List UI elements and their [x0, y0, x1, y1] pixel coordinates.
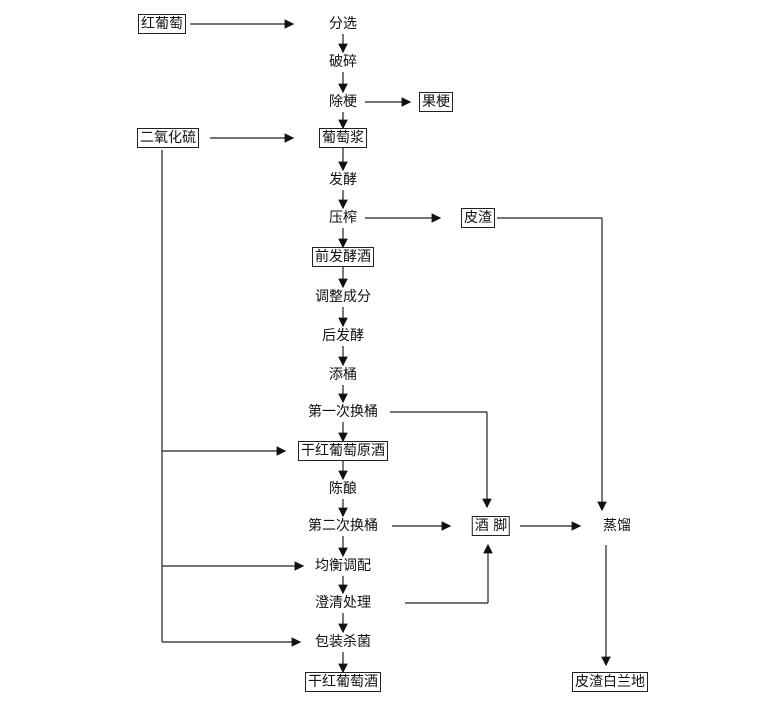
step-node: 调整成分 — [313, 288, 373, 306]
step-node: 第二次换桶 — [306, 517, 380, 535]
output-brandy: 皮渣白兰地 — [572, 672, 648, 692]
step-node: 发酵 — [327, 171, 359, 189]
step-node: 陈酿 — [327, 480, 359, 498]
output-lees: 酒 脚 — [471, 516, 511, 536]
step-node: 葡萄浆 — [319, 128, 367, 148]
step-node: 均衡调配 — [313, 557, 373, 575]
step-node: 干红葡萄酒 — [305, 672, 381, 692]
step-node: 破碎 — [327, 53, 359, 71]
step-node: 除梗 — [327, 93, 359, 111]
step-distill: 蒸馏 — [601, 517, 633, 535]
step-node: 包装杀菌 — [313, 633, 373, 651]
output-stems: 果梗 — [419, 92, 453, 112]
output-pomace: 皮渣 — [461, 208, 495, 228]
input-grape: 红葡萄 — [138, 14, 186, 34]
step-node: 前发酵酒 — [312, 247, 374, 267]
step-node: 第一次换桶 — [306, 403, 380, 421]
input-so2: 二氧化硫 — [137, 128, 199, 148]
step-node: 后发酵 — [320, 327, 366, 345]
step-node: 澄清处理 — [313, 594, 373, 612]
step-node: 添桶 — [327, 366, 359, 384]
step-node: 分选 — [327, 15, 359, 33]
step-node: 干红葡萄原酒 — [298, 441, 388, 461]
step-node: 压榨 — [327, 209, 359, 227]
